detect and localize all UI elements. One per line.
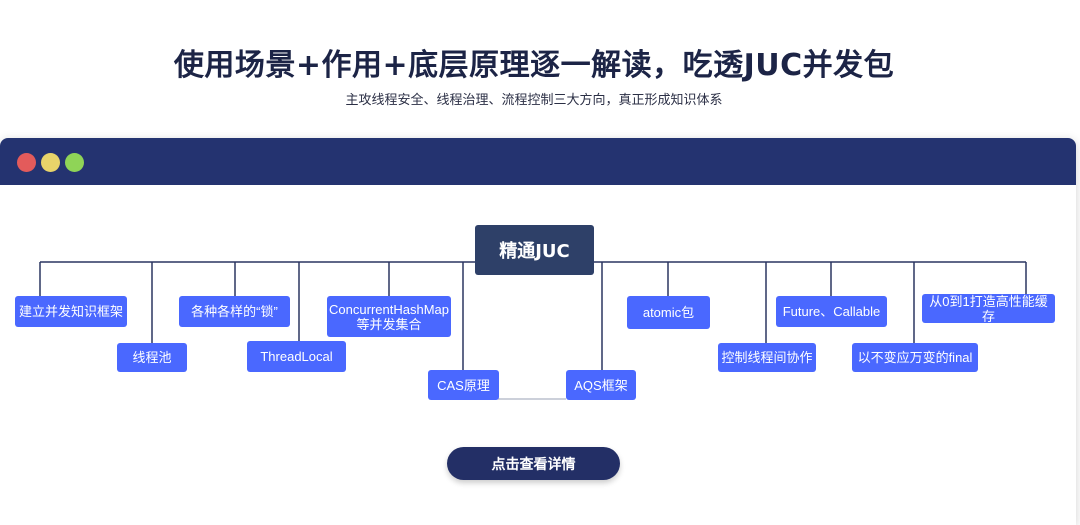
mindmap-window: 精通JUC 建立并发知识框架 线程池 各种各样的“锁” ThreadLocal …: [0, 138, 1076, 525]
mindmap-root[interactable]: 精通JUC: [475, 225, 594, 275]
page-subtitle: 主攻线程安全、线程治理、流程控制三大方向，真正形成知识体系: [345, 93, 723, 108]
window-titlebar: [0, 138, 1076, 185]
node-concurrent-collections-line1: ConcurrentHashMap: [329, 301, 449, 317]
node-locks[interactable]: 各种各样的“锁”: [179, 296, 290, 327]
node-atomic[interactable]: atomic包: [627, 296, 710, 329]
node-threadlocal[interactable]: ThreadLocal: [247, 341, 346, 372]
node-cas[interactable]: CAS原理: [428, 370, 499, 400]
maximize-window-icon[interactable]: [65, 153, 84, 172]
view-details-button[interactable]: 点击查看详情: [447, 447, 620, 480]
node-concurrent-collections[interactable]: ConcurrentHashMap 等并发集合: [327, 296, 451, 337]
node-aqs[interactable]: AQS框架: [566, 370, 636, 400]
node-thread-coordination[interactable]: 控制线程间协作: [718, 343, 816, 372]
page-headline: 使用场景+作用+底层原理逐一解读，吃透JUC并发包: [173, 48, 895, 83]
node-concurrency-framework[interactable]: 建立并发知识框架: [15, 296, 127, 327]
node-final[interactable]: 以不变应万变的final: [852, 343, 978, 372]
node-concurrent-collections-line2: 等并发集合: [356, 316, 422, 332]
node-thread-pool[interactable]: 线程池: [117, 343, 187, 372]
node-future-callable[interactable]: Future、Callable: [776, 296, 887, 327]
minimize-window-icon[interactable]: [41, 153, 60, 172]
node-cache[interactable]: 从0到1打造高性能缓存: [922, 294, 1055, 324]
close-window-icon[interactable]: [17, 153, 36, 172]
